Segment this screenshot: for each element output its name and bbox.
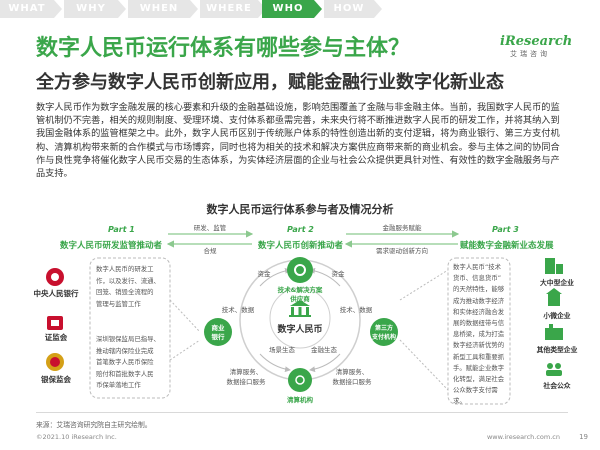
node-left-label-2: 银行 xyxy=(212,332,226,341)
csrc-icon xyxy=(47,316,63,330)
iresearch-logo: iResearch 艾瑞咨询 xyxy=(500,34,580,59)
cbirc-icon xyxy=(46,353,64,371)
node-top-label-1: 技术&解决方案 xyxy=(278,285,323,294)
other-enterprise-icon xyxy=(545,324,563,340)
right-connector-2 xyxy=(399,339,449,391)
bank-icon xyxy=(289,300,311,317)
node-bottom-clearing xyxy=(288,368,312,392)
right-desc-text: 数字人民币“技术 货币、信息货币” 的天然特性，能够 成为推动数字经济 和实体经… xyxy=(453,263,505,406)
part1-tag: Part 1 xyxy=(108,225,135,234)
clearing-icon xyxy=(295,375,305,385)
website[interactable]: www.iresearch.com.cn xyxy=(486,433,560,441)
page-number: 19 xyxy=(579,433,588,441)
arrow-label-demand: 需求驱动创新方向 xyxy=(376,246,428,255)
inner-arc-4 xyxy=(309,353,341,373)
label-clear-left-2: 数据接口服务 xyxy=(227,377,267,386)
stakeholder-other-enterprise: 其他类型企业 xyxy=(536,346,578,354)
center-circle xyxy=(269,287,331,349)
stakeholder-large-enterprise: 大中型企业 xyxy=(540,279,574,287)
left-connector-2 xyxy=(169,339,201,361)
label-clear-right-1: 清算服务、 xyxy=(336,367,369,376)
logo-sub-text: 艾瑞咨询 xyxy=(510,50,550,58)
part3-tag: Part 3 xyxy=(492,225,519,234)
small-enterprise-icon xyxy=(546,288,562,306)
intro-paragraph: 数字人民币作为数字金融发展的核心要素和升级的金融基础设施，影响范围覆盖了金融与非… xyxy=(36,102,560,180)
label-scene: 场景生态 xyxy=(269,345,296,354)
copyright: ©2021.10 iResearch Inc. xyxy=(36,433,117,441)
diagram-title: 数字人民币运行体系参与者及情况分析 xyxy=(206,203,394,216)
part1-label: 数字人民币研发监管推动者 xyxy=(60,241,163,251)
node-right-label-1: 第三方 xyxy=(374,324,393,332)
tab-why[interactable]: WHY xyxy=(64,0,126,18)
part3-label: 赋能数字金融新业态发展 xyxy=(460,241,554,251)
inner-arc-3 xyxy=(259,353,291,373)
left-desc-cbirc: 深圳银保监局已指导、 推动辖内保险业完成 首笔数字人民币保险 赔付和首批数字人民… xyxy=(96,335,160,389)
node-left-bank xyxy=(204,318,232,346)
label-clear-right-2: 数据接口服务 xyxy=(333,377,373,386)
stakeholder-cbirc: 银保监会 xyxy=(41,375,71,384)
left-desc-central-bank: 数字人民币的研发工 作，以及发行、流通、 回笼、销毁全流程的 管理与监管工作 xyxy=(96,265,160,308)
central-bank-icon xyxy=(46,268,64,286)
node-bottom-label: 清算机构 xyxy=(287,395,314,404)
arrow-label-research: 研发、监管 xyxy=(194,223,227,232)
source-note: 来源：艾瑞咨询研究院自主研究绘制。 xyxy=(36,421,152,429)
tab-what[interactable]: WHAT xyxy=(0,0,62,18)
stakeholder-csrc: 证监会 xyxy=(44,333,68,342)
page-subtitle: 全方参与数字人民币创新应用，赋能金融行业数字化新业态 xyxy=(36,72,504,93)
arrow-label-service: 金融服务赋能 xyxy=(383,223,423,232)
node-right-label-2: 支付机构 xyxy=(371,333,396,341)
footer-divider xyxy=(36,412,568,413)
logo-main-text: iResearch xyxy=(500,34,573,49)
tab-who[interactable]: WHO xyxy=(262,0,322,18)
part2-label: 数字人民币创新推动者 xyxy=(258,241,344,251)
right-connector-1 xyxy=(399,269,449,301)
label-tech-left: 技术、数据 xyxy=(222,305,255,314)
public-icon xyxy=(546,363,562,376)
node-top-label-2: 供应商 xyxy=(289,294,310,303)
label-fund-top-right: 资金 xyxy=(332,269,346,278)
arrow-label-compliance: 合规 xyxy=(204,246,218,255)
tab-how[interactable]: HOW xyxy=(324,0,382,18)
tab-when[interactable]: WHEN xyxy=(128,0,198,18)
label-clear-left-1: 清算服务、 xyxy=(230,367,263,376)
gear-icon xyxy=(294,264,306,276)
stakeholder-central-bank: 中央人民银行 xyxy=(33,289,79,298)
stakeholder-small-enterprise: 小微企业 xyxy=(543,312,571,320)
part2-tag: Part 2 xyxy=(287,225,314,234)
left-connector-1 xyxy=(169,299,201,333)
node-right-payment xyxy=(370,318,398,346)
left-desc-box xyxy=(89,257,171,399)
right-desc-box xyxy=(447,257,511,405)
label-finance: 金融生态 xyxy=(311,345,338,354)
label-tech-right: 技术、数据 xyxy=(340,305,373,314)
center-label: 数字人民币 xyxy=(277,323,322,335)
node-top-tech xyxy=(287,257,313,283)
stakeholder-public: 社会公众 xyxy=(543,382,571,390)
large-enterprise-icon xyxy=(545,258,563,274)
node-left-label-1: 商业 xyxy=(212,323,226,332)
label-fund-top-left: 资金 xyxy=(258,269,272,278)
page-title: 数字人民币运行体系有哪些参与主体？ xyxy=(36,36,411,61)
top-navigation: WHAT WHY WHEN WHERE WHO HOW xyxy=(0,0,600,22)
